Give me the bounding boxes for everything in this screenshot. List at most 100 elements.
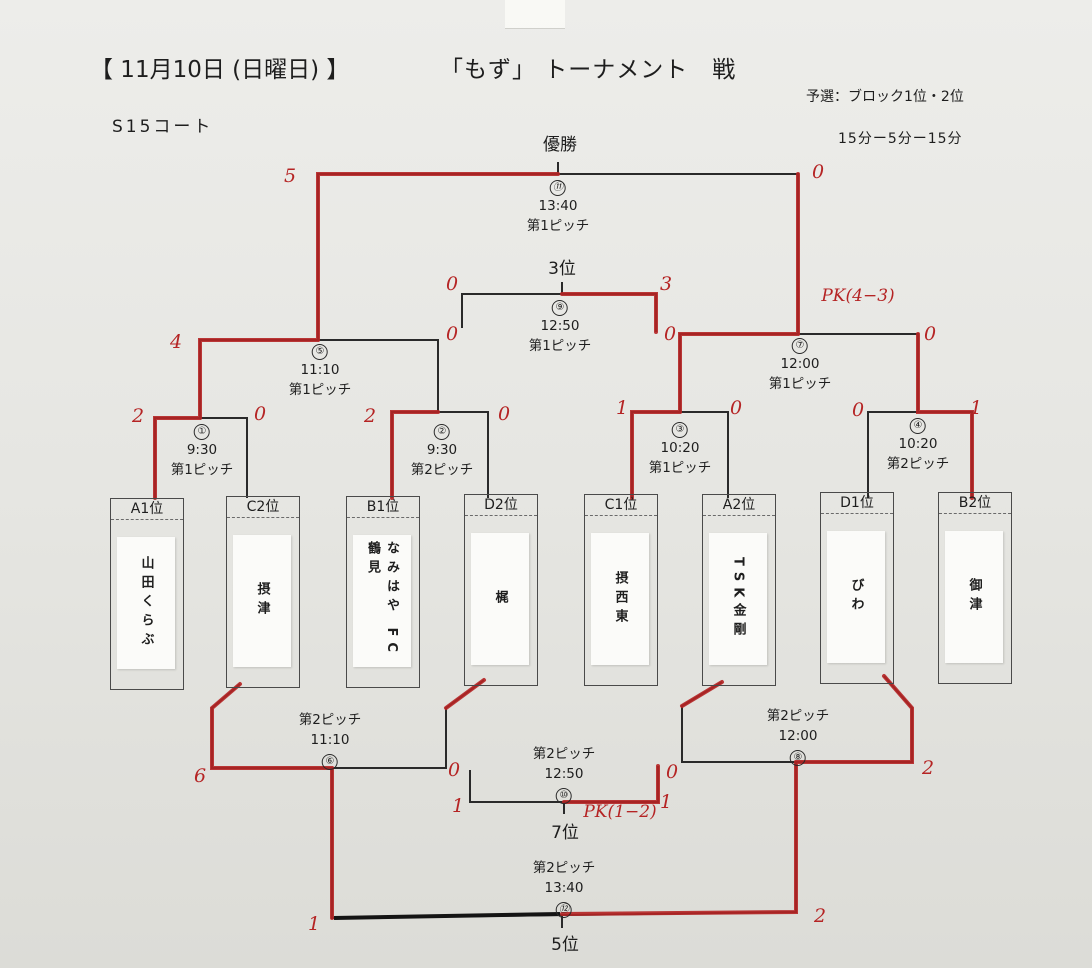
team-position: B1位 (347, 497, 419, 518)
winner-path-m6 (210, 682, 334, 770)
team-slot-b2: B2位 御津 (938, 492, 1012, 684)
team-name: 御津 (966, 578, 982, 616)
winner-path-m5 (198, 338, 320, 420)
match-pitch: 第1ピッチ (526, 218, 590, 234)
match-pitch: 第2ピッチ (410, 462, 474, 478)
event-date: 【 11月10日 (日曜日) 】 (90, 57, 350, 83)
team-slot-d2: D2位 梶 (464, 494, 538, 686)
match-2-info: ② 9:30 第2ピッチ (410, 420, 474, 480)
score-m9-left: 0 (445, 273, 459, 295)
match-12-info: 第2ピッチ 13:40 ⑫ (533, 858, 595, 918)
match-pitch: 第1ピッチ (288, 382, 352, 398)
team-name-card: 摂西東 (591, 533, 649, 665)
score-m2-left: 2 (363, 405, 377, 427)
score-m6-left: 6 (193, 765, 207, 787)
score-m2-right: 0 (497, 403, 511, 425)
score-m7-left: 0 (663, 323, 677, 345)
match-number: ⑨ (552, 300, 568, 316)
team-name-card: TSK金剛 (709, 533, 767, 665)
match-pitch: 第2ピッチ (298, 712, 362, 728)
team-name: なみはや FC鶴見 (365, 541, 399, 658)
match-number: ⑩ (556, 788, 572, 804)
team-position: A2位 (703, 495, 775, 516)
score-m5-left: 4 (169, 331, 183, 353)
score-m11-left: 5 (283, 165, 297, 187)
match-pitch: 第2ピッチ (532, 746, 596, 762)
score-m3-right: 0 (729, 397, 743, 419)
match-4-info: ④ 10:20 第2ピッチ (886, 414, 950, 474)
seventh-place-label: 7位 (551, 823, 579, 843)
score-m4-left: 0 (851, 399, 865, 421)
winner-path-m3 (630, 410, 682, 500)
match-7-info: ⑦ 12:00 第1ピッチ (769, 334, 831, 394)
team-position: A1位 (111, 499, 183, 520)
team-name-card: びわ (827, 531, 885, 663)
loser-path-m12 (333, 912, 561, 920)
winner-path-m8 (794, 674, 914, 764)
match-11-info: ⑪ 13:40 第1ピッチ (526, 176, 590, 236)
match-time: 13:40 (544, 880, 584, 896)
score-m10-pk: PK(1−2) (583, 802, 657, 822)
team-position: C1位 (585, 495, 657, 516)
match-9-info: ⑨ 12:50 第1ピッチ (529, 296, 591, 356)
qualification-note: 予選：ブロック1位・2位 (806, 89, 964, 105)
winner-path-m10 (562, 764, 660, 804)
match-number: ③ (672, 422, 688, 438)
team-name: 摂津 (254, 582, 270, 620)
third-place-label: 3位 (548, 259, 576, 279)
match-pitch: 第1ピッチ (170, 462, 234, 478)
score-m1-left: 2 (131, 405, 145, 427)
match-number: ⑦ (792, 338, 808, 354)
score-m10-right: 1 (659, 791, 673, 813)
winner-path-m7 (678, 332, 800, 414)
match-number: ⑫ (556, 902, 572, 918)
match-number: ① (194, 424, 210, 440)
match-pitch: 第2ピッチ (886, 456, 950, 472)
match-time: 11:10 (300, 362, 340, 378)
score-m5-right: 0 (445, 323, 459, 345)
score-m6-right: 0 (447, 759, 461, 781)
score-m7-pk: PK(4−3) (821, 286, 895, 306)
match-1-info: ① 9:30 第1ピッチ (170, 420, 234, 480)
match-time: 10:20 (898, 436, 938, 452)
score-m3-left: 1 (615, 397, 629, 419)
match-6-info: 第2ピッチ 11:10 ⑥ (298, 710, 362, 770)
team-name: TSK金剛 (730, 556, 746, 642)
team-name: 梶 (492, 589, 508, 609)
match-time: 9:30 (426, 442, 458, 458)
match-time: 12:00 (778, 728, 818, 744)
score-m8-right: 2 (921, 757, 935, 779)
event-title: 「もず」 トーナメント 戦 (440, 57, 737, 83)
winner-path-m2 (390, 410, 440, 500)
team-name-card: 摂津 (233, 535, 291, 667)
match-format: 15分ー5分ー15分 (838, 131, 963, 147)
match-5-info: ⑤ 11:10 第1ピッチ (288, 340, 352, 400)
team-name: 山田くらぶ (138, 555, 154, 651)
match-time: 10:20 (660, 440, 700, 456)
winner-path-m1 (153, 416, 202, 500)
team-position: D1位 (821, 493, 893, 514)
match-time: 11:10 (310, 732, 350, 748)
winner-path-m6-right (444, 678, 486, 710)
team-slot-c2: C2位 摂津 (226, 496, 300, 688)
score-m12-right: 2 (813, 905, 827, 927)
team-name-card: なみはや FC鶴見 (353, 535, 411, 667)
winner-path-final (316, 172, 560, 342)
score-m9-right: 3 (659, 273, 673, 295)
team-name-card: 梶 (471, 533, 529, 665)
score-m4-right: 1 (969, 397, 983, 419)
winner-path-m8-left (680, 680, 724, 708)
team-name-card: 御津 (945, 531, 1003, 663)
match-time: 9:30 (186, 442, 218, 458)
match-time: 12:50 (544, 766, 584, 782)
score-m12-left: 1 (307, 913, 321, 935)
team-name-card: 山田くらぶ (117, 537, 175, 669)
match-number: ④ (910, 418, 926, 434)
match-pitch: 第2ピッチ (766, 708, 830, 724)
team-position: D2位 (465, 495, 537, 516)
match-8-info: 第2ピッチ 12:00 ⑧ (766, 706, 830, 766)
team-name: 摂西東 (612, 570, 628, 628)
match-3-info: ③ 10:20 第1ピッチ (649, 418, 711, 478)
